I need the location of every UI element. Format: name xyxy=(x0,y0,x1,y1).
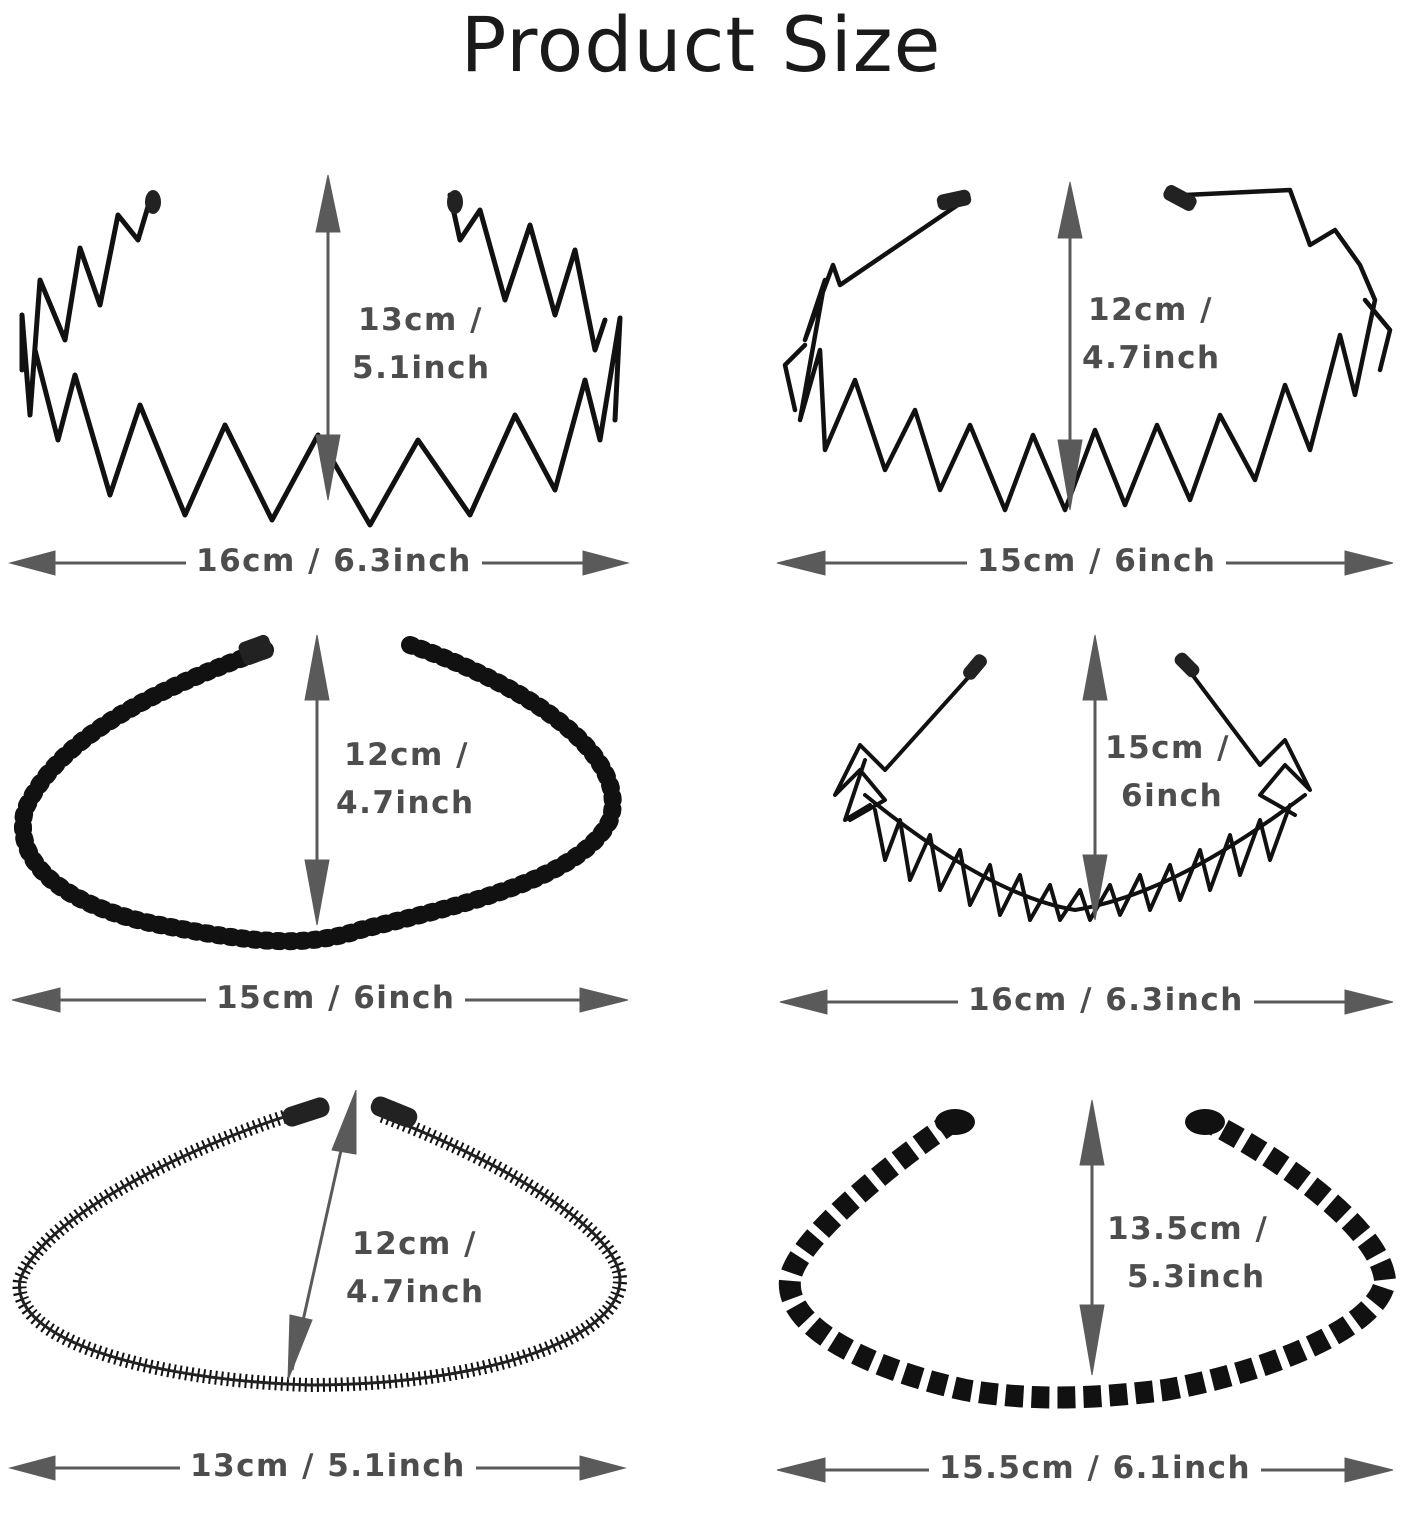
headband-panel-zigzag: 13cm / 5.1inch 16cm / 6.3inch xyxy=(0,170,640,610)
height-cm: 12cm / xyxy=(352,1226,477,1262)
wave-headband-image xyxy=(776,181,1394,576)
vertical-arrow xyxy=(315,174,341,501)
width-label: 16cm / 6.3inch xyxy=(186,543,482,579)
height-inch: 5.3inch xyxy=(1127,1259,1266,1295)
height-label: 15cm / 6inch xyxy=(1105,724,1230,820)
headband-panel-flat-wavy: 13.5cm / 5.3inch 15.5cm / 6.1inch xyxy=(765,1080,1402,1520)
height-cm: 12cm / xyxy=(344,737,469,773)
headband-panel-spiral: 12cm / 4.7inch 15cm / 6inch xyxy=(0,620,640,1060)
width-label: 15.5cm / 6.1inch xyxy=(929,1450,1262,1486)
width-label: 15cm / 6inch xyxy=(967,543,1227,579)
height-cm: 15cm / xyxy=(1105,730,1230,766)
width-label: 13cm / 5.1inch xyxy=(180,1448,476,1484)
headband-panel-wave: 12cm / 4.7inch 15cm / 6inch xyxy=(765,170,1402,610)
flat-wavy-headband-image xyxy=(776,1099,1397,1483)
height-label: 13cm / 5.1inch xyxy=(352,296,491,392)
page-title: Product Size xyxy=(460,0,942,89)
headband-panel-comb: 15cm / 6inch 16cm / 6.3inch xyxy=(765,620,1402,1060)
height-label: 12cm / 4.7inch xyxy=(1082,286,1221,382)
height-cm: 13.5cm / xyxy=(1107,1211,1269,1247)
height-label: 12cm / 4.7inch xyxy=(346,1220,485,1316)
height-label: 12cm / 4.7inch xyxy=(336,731,475,827)
height-cm: 13cm / xyxy=(358,302,483,338)
width-label: 16cm / 6.3inch xyxy=(958,982,1254,1018)
height-inch: 6inch xyxy=(1121,778,1224,814)
height-cm: 12cm / xyxy=(1088,292,1213,328)
height-label: 13.5cm / 5.3inch xyxy=(1107,1205,1268,1301)
height-inch: 4.7inch xyxy=(336,785,475,821)
height-inch: 4.7inch xyxy=(346,1274,485,1310)
height-inch: 5.1inch xyxy=(352,350,491,386)
headband-panel-spring: 12cm / 4.7inch 13cm / 5.1inch xyxy=(0,1080,640,1520)
width-label: 15cm / 6inch xyxy=(206,980,466,1016)
zigzag-headband-image xyxy=(8,174,630,576)
height-inch: 4.7inch xyxy=(1082,340,1221,376)
